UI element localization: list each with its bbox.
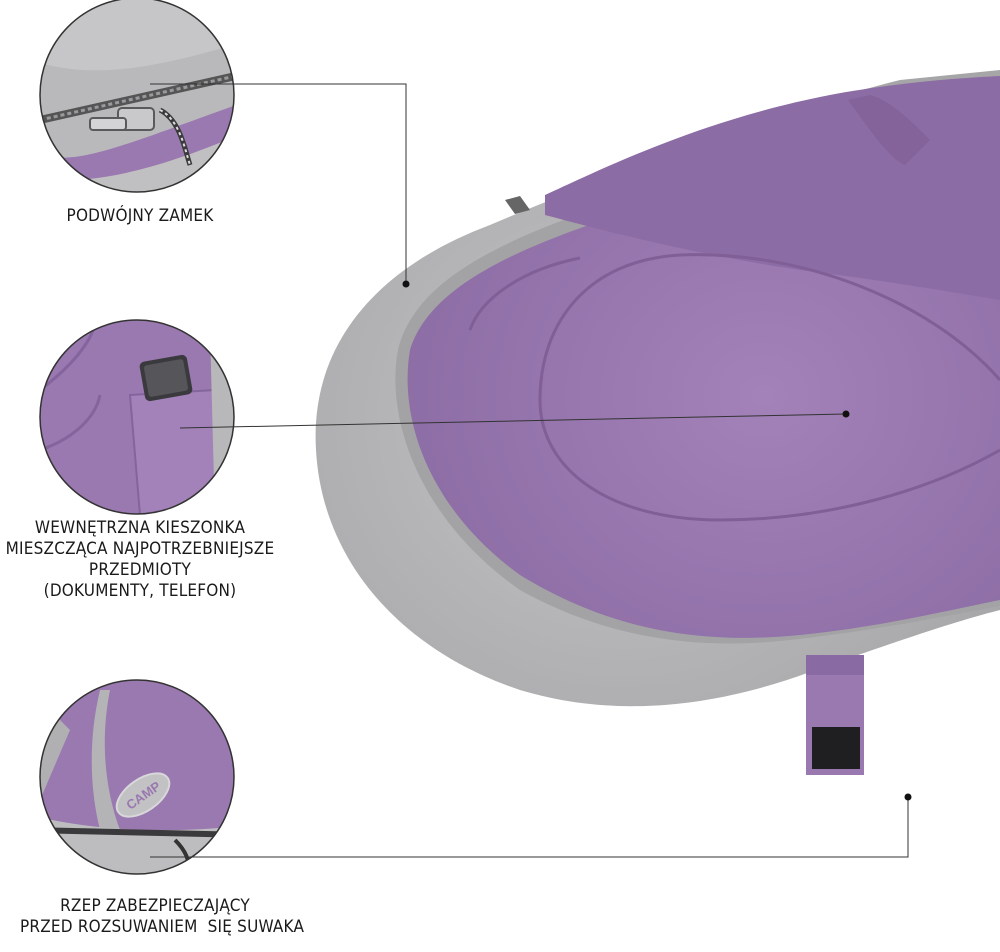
velcro-tab [806,655,864,775]
leader-pocket [179,413,847,429]
label-line: PRZEDMIOTY [88,560,192,580]
label-line: MIESZCZĄCA NAJPOTRZEBNIEJSZE [5,539,275,559]
zipper-icon [89,107,193,166]
quilt-stitch-outer [538,253,1000,522]
label-line: PRZED ROZSUWANIEM SIĘ SUWAKA [20,917,305,937]
phone-pocket-icon [139,354,193,402]
leader-velcro [150,797,909,858]
label-velcro-flap: RZEP ZABEZPIECZAJĄCY PRZED ROZSUWANIEM S… [20,896,305,938]
label-line: (DOKUMENTY, TELEFON) [43,581,237,601]
zipper-detail-circle [40,0,234,192]
leader-zipper [150,83,407,284]
sleeping-bag [315,70,1000,775]
leader-lines [150,83,912,858]
label-double-zipper: PODWÓJNY ZAMEK [40,206,240,227]
pocket-detail-circle [40,320,234,514]
quilt-stitch-inner [468,256,581,331]
label-line: WEWNĘTRZNA KIESZONKA [34,518,246,538]
velcro-detail-circle: CAMP [40,680,234,874]
label-line: PODWÓJNY ZAMEK [66,206,214,226]
label-inner-pocket: WEWNĘTRZNA KIESZONKA MIESZCZĄCA NAJPOTRZ… [0,518,280,602]
label-line: RZEP ZABEZPIECZAJĄCY [60,896,250,916]
